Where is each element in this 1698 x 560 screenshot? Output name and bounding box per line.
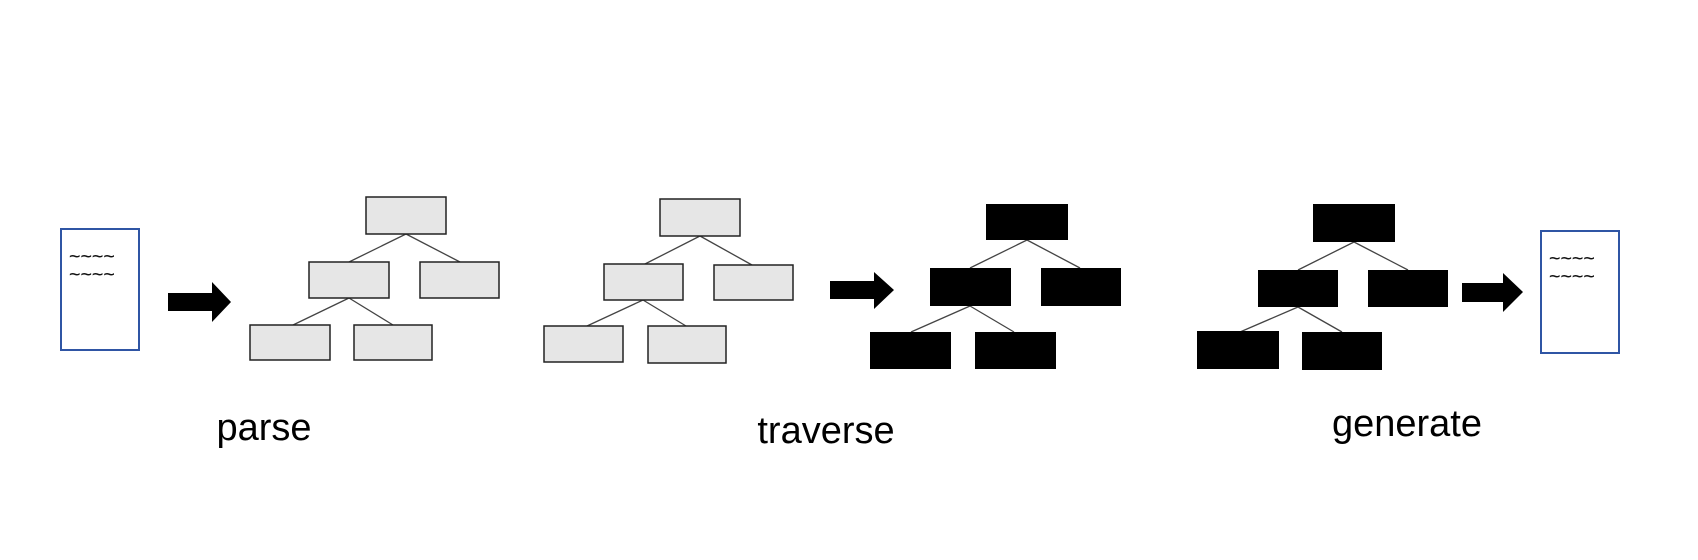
traverse-tree-light — [543, 198, 794, 364]
tree-edges — [586, 235, 753, 327]
tree-node-right-child — [1041, 268, 1121, 306]
tree-node-root — [659, 198, 741, 237]
tree-node-right-child — [713, 264, 794, 301]
traverse-tree-dark — [870, 204, 1121, 369]
arrow-right-icon — [1462, 273, 1523, 312]
tree-node-right-grandchild — [647, 325, 727, 364]
input-document-icon: ~~~~ ~~~~ — [60, 228, 140, 351]
tree-node-root — [986, 204, 1068, 240]
output-document-icon: ~~~~ ~~~~ — [1540, 230, 1620, 354]
tree-edges — [910, 239, 1081, 333]
tree-node-left-grandchild — [1197, 331, 1279, 369]
tree-node-left-child — [308, 261, 390, 299]
tree-edges — [292, 233, 461, 326]
stage-label-parse: parse — [216, 407, 311, 449]
tree-node-right-child — [419, 261, 500, 299]
tree-node-left-grandchild — [249, 324, 331, 361]
tree-node-root — [365, 196, 447, 235]
tree-node-left-child — [1258, 270, 1338, 307]
tree-node-right-grandchild — [1302, 332, 1382, 370]
tree-edges — [1239, 241, 1409, 333]
parse-tree-light — [249, 196, 500, 361]
tree-node-left-child — [930, 268, 1011, 306]
tree-node-root — [1313, 204, 1395, 242]
output-document-line-2: ~~~~ — [1549, 265, 1595, 287]
tree-node-left-grandchild — [543, 325, 624, 363]
stage-label-generate: generate — [1332, 403, 1482, 445]
tree-node-left-grandchild — [870, 332, 951, 369]
input-document-line-2: ~~~~ — [69, 263, 115, 285]
tree-node-right-grandchild — [353, 324, 433, 361]
tree-node-right-grandchild — [975, 332, 1056, 369]
output-document-line-1: ~~~~ — [1549, 247, 1595, 269]
tree-node-left-child — [603, 263, 684, 301]
arrow-right-icon — [830, 272, 894, 309]
generate-tree-dark — [1197, 204, 1448, 370]
stage-label-traverse: traverse — [757, 410, 894, 452]
input-document-line-1: ~~~~ — [69, 245, 115, 267]
arrow-right-icon — [168, 282, 231, 322]
tree-node-right-child — [1368, 270, 1448, 307]
